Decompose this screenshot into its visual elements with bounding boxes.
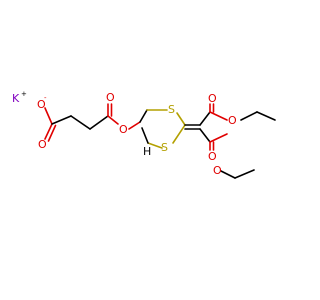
bond-c2-c3	[70, 115, 91, 130]
atom-o-ester-carbonyl: O	[106, 91, 115, 104]
structure-canvas: K +	[12, 90, 276, 179]
bond-to-ester2	[199, 128, 211, 143]
atom-o-minus-charge: -	[44, 94, 47, 102]
atom-s-top: S	[168, 103, 175, 116]
atom-o-ester2: O	[213, 164, 222, 177]
bond-ester2-ch3	[234, 169, 255, 179]
malonate-bonds	[184, 103, 276, 179]
atom-o-ester1: O	[228, 114, 237, 127]
bond-ring-c2-s3	[172, 124, 186, 144]
bond-olink-ring	[128, 121, 141, 130]
atom-s-bottom: S	[161, 141, 168, 154]
atom-h: H	[143, 145, 151, 158]
bond-c1-o-double-a	[44, 123, 53, 140]
potassium-charge: +	[21, 90, 27, 98]
potassium-label: K	[12, 92, 20, 105]
atom-o-ester1-carbonyl: O	[208, 92, 217, 105]
dithiolane-ring	[139, 109, 186, 149]
bond-ester1-ch2	[240, 111, 258, 121]
atom-o-double-carboxylate: O	[38, 138, 47, 151]
bond-ester1-ch3	[256, 111, 276, 121]
bond-c4-olink	[107, 115, 119, 125]
bond-ester2-o	[209, 133, 228, 143]
bond-to-ester1	[199, 111, 211, 126]
bond-ring-s1-c2	[176, 112, 186, 126]
bond-ester1-o	[209, 111, 228, 121]
bond-c1-c2	[51, 115, 72, 125]
bond-ring-c5-down	[141, 127, 149, 144]
atom-labels: O - O O O S S H O O O O	[37, 91, 237, 177]
atom-o-ester2-carbonyl: O	[208, 150, 217, 163]
potassium-ion: K +	[12, 90, 27, 105]
atom-o-minus: O	[37, 98, 46, 111]
bond-ring-c5-c4	[139, 109, 148, 123]
bond-c1-o-double-b	[47, 124, 57, 142]
bond-c3-c4	[89, 115, 109, 130]
bond-ring-s3-c5	[147, 142, 163, 149]
succinate-bonds	[44, 103, 141, 142]
atom-o-ester-link: O	[119, 123, 128, 136]
bond-ominus-c1	[44, 107, 53, 125]
bond-ester2-ch2	[220, 170, 236, 179]
